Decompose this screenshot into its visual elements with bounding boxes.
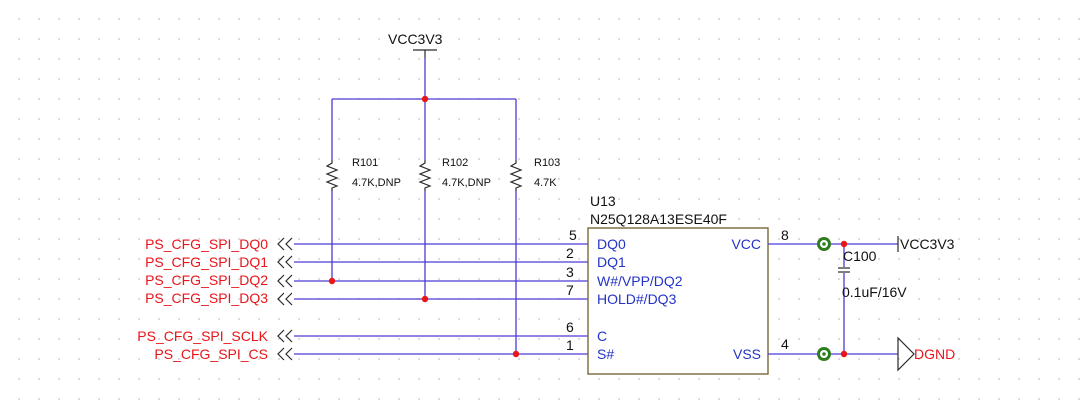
pin-name-c: C [597,328,607,344]
net-dq0: PS_CFG_SPI_DQ0 [145,236,293,252]
pin-name-dq1: DQ1 [597,254,626,270]
dgnd-symbol: DGND [897,336,955,372]
net-dq1: PS_CFG_SPI_DQ1 [145,254,293,270]
via-gnd [817,347,831,361]
offsheet-dq1-b [285,255,293,269]
pin-number-2: 2 [566,245,574,261]
offsheet-sclk-a [277,329,285,343]
pin-name-w-vpp-dq2: W#/VPP/DQ2 [597,273,683,289]
offsheet-sclk-b [285,329,293,343]
dgnd-label: DGND [914,346,955,362]
junction-vcc-rail [421,95,429,103]
junction-cs [512,350,520,358]
r101-ref: R101 [352,157,378,169]
pin-number-6: 6 [566,319,574,335]
vcc-right-power-port: VCC3V3 [897,236,955,252]
vcc-top-power-port: VCC3V3 [388,31,443,58]
r101-value: 4.7K,DNP [352,177,401,189]
chip-ref: U13 [590,193,616,209]
dgnd-triangle [897,336,915,372]
chip-body [587,227,769,375]
offsheet-cs-b [285,347,293,361]
net-cs: PS_CFG_SPI_CS [154,346,293,362]
r102-value: 4.7K,DNP [442,177,491,189]
r103-ref: R103 [534,157,560,169]
junction-dq3 [421,295,429,303]
pin-name-vss: VSS [733,346,761,362]
junction-c100-bottom [840,350,848,358]
offsheet-dq0-b [285,237,293,251]
offsheet-dq2-b [285,274,293,288]
pin-number-3: 3 [566,264,574,280]
junction-dq2 [328,277,336,285]
pin-number-1: 1 [566,337,574,353]
junction-c100-top [840,240,848,248]
pin-number-8: 8 [781,227,789,243]
r101-symbol [325,160,339,191]
offsheet-dq1-a [277,255,285,269]
net-dq3: PS_CFG_SPI_DQ3 [145,290,293,306]
net-label-dq2: PS_CFG_SPI_DQ2 [145,272,268,288]
net-label-dq0: PS_CFG_SPI_DQ0 [145,236,268,252]
offsheet-dq0-a [277,237,285,251]
pin-name-hold-dq3: HOLD#/DQ3 [597,291,677,307]
offsheet-dq2-a [277,274,285,288]
c100-value: 0.1uF/16V [842,284,907,300]
pin-number-4: 4 [781,336,789,352]
net-sclk: PS_CFG_SPI_SCLK [137,328,293,344]
offsheet-dq3-b [285,292,293,306]
r102-symbol [418,160,432,191]
net-label-cs: PS_CFG_SPI_CS [154,346,268,362]
chip-part: N25Q128A13ESE40F [590,211,727,227]
net-label-dq3: PS_CFG_SPI_DQ3 [145,290,268,306]
vcc-right-label: VCC3V3 [900,236,955,252]
r103-symbol [509,160,523,191]
pin-number-7: 7 [566,282,574,298]
chip-u13: U13 N25Q128A13ESE40F 5 2 3 7 6 1 DQ0 DQ1… [566,193,789,375]
offsheet-cs-a [277,347,285,361]
net-label-sclk: PS_CFG_SPI_SCLK [137,328,268,344]
pin-name-vcc: VCC [731,236,761,252]
offsheet-dq3-a [277,292,285,306]
c100-ref: C100 [843,248,877,264]
r103-value: 4.7K [534,177,557,189]
net-label-dq1: PS_CFG_SPI_DQ1 [145,254,268,270]
via-vcc [817,237,831,251]
pin-number-5: 5 [569,227,577,243]
pin-name-s: S# [597,346,614,362]
vcc-top-label: VCC3V3 [388,31,443,47]
net-dq2: PS_CFG_SPI_DQ2 [145,272,293,288]
r102-ref: R102 [442,157,468,169]
pin-name-dq0: DQ0 [597,236,626,252]
